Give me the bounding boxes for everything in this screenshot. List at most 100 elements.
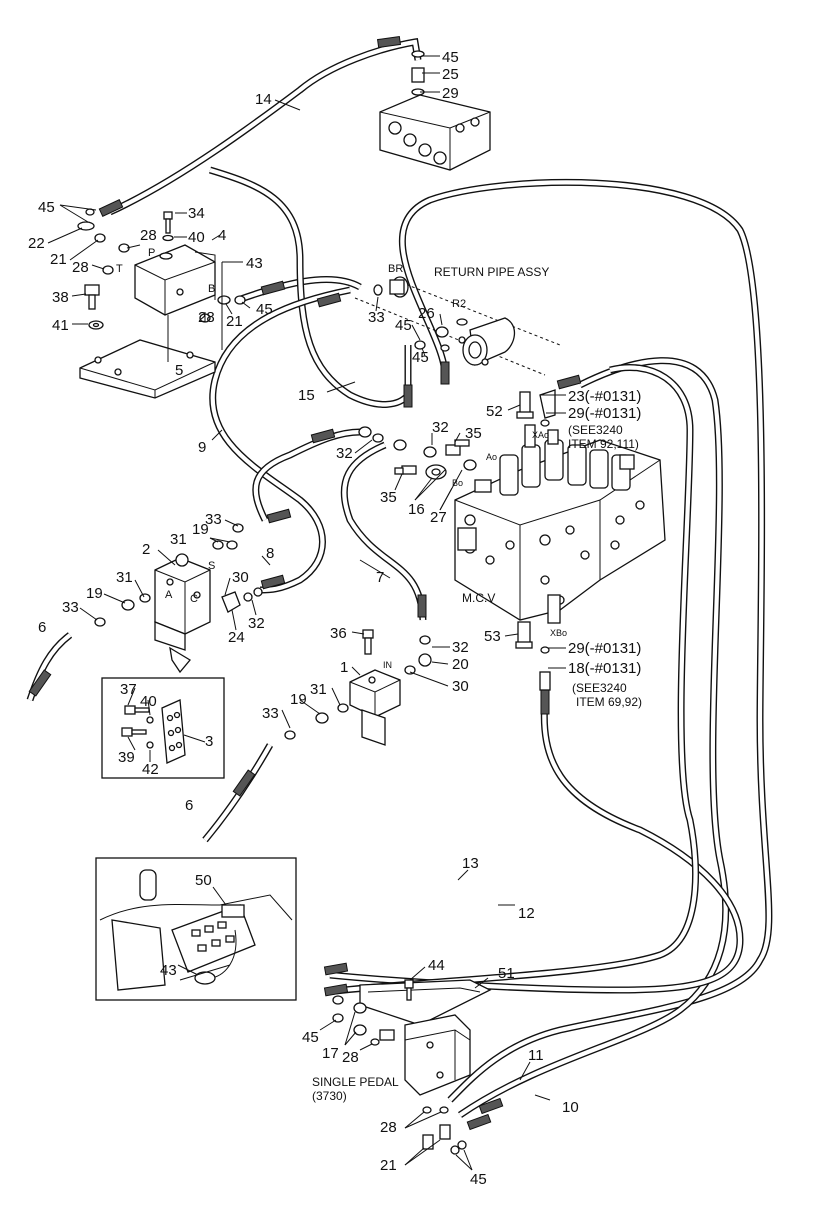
callout-50: 50 [195,872,212,889]
single-pedal-assembly [332,979,492,1155]
hose-crimp-fittings [28,35,582,1131]
callout-36: 36 [330,625,347,642]
callout-29: 29(-#0131) [568,405,641,422]
callout-53: 53 [484,628,501,645]
callout-29: 29 [442,85,459,102]
single-pedal-label: SINGLE PEDAL [312,1075,399,1089]
callout-45: 45 [412,349,429,366]
port-ao-label: Ao [486,452,497,462]
see-lower-line2: ITEM 69,92) [576,695,642,709]
cab-inset-box [95,857,297,1001]
mounting-plate [79,339,216,399]
shuttle-block-2 [94,523,263,674]
callout-24: 24 [228,629,245,646]
port-a-label: A [165,589,173,601]
callout-16: 16 [408,501,425,518]
callout-35: 35 [465,425,482,442]
callout-52: 52 [486,403,503,420]
callout-21: 21 [380,1157,397,1174]
fittings-valve-4 [77,208,246,323]
callout-21: 21 [226,313,243,330]
callout-44: 44 [428,957,445,974]
callout-33: 33 [368,309,385,326]
callout-31: 31 [310,681,327,698]
callout-17: 17 [322,1045,339,1062]
callout-41: 41 [52,317,69,334]
callout-39: 39 [118,749,135,766]
callout-40: 40 [188,229,205,246]
callout-43: 43 [246,255,263,272]
port-bo-label: Bo [452,478,463,488]
mcv-side-fittings [358,426,477,480]
callout-30: 30 [452,678,469,695]
callout-30: 30 [232,569,249,586]
callout-27: 27 [430,509,447,526]
callout-45: 45 [395,317,412,334]
detail-plate-box [101,677,225,779]
callout-13: 13 [462,855,479,872]
callout-18: 18(-#0131) [568,660,641,677]
bolts-and-washers [84,211,174,330]
see-lower-line1: (SEE3240 [572,681,627,695]
callout-31: 31 [170,531,187,548]
callout-51: 51 [498,965,515,982]
port-c-label: C [190,593,198,605]
port-t-label: T [116,263,123,275]
shuttle-block-1 [284,629,432,746]
callout-25: 25 [442,66,459,83]
callout-1: 1 [340,659,348,676]
callout-26: 26 [418,305,435,322]
port-xa-label: XAo [532,430,549,440]
callout-28: 28 [140,227,157,244]
callout-11: 11 [528,1047,544,1064]
callout-2: 2 [142,541,150,558]
callout-28: 28 [72,259,89,276]
solenoid-manifold-block [379,50,491,171]
callout-32: 32 [452,639,469,656]
callout-31: 31 [116,569,133,586]
callout-19: 19 [290,691,307,708]
callout-6: 6 [38,619,46,636]
callout-37: 37 [120,681,137,698]
mcv-label: M.C.V [462,591,495,605]
callout-32: 32 [432,419,449,436]
port-in-label: IN [383,660,392,670]
callout-14: 14 [255,91,272,108]
callout-38: 38 [52,289,69,306]
callout-35: 35 [380,489,397,506]
callout-23: 23(-#0131) [568,388,641,405]
main-control-valve [454,389,666,691]
callout-45: 45 [256,301,273,318]
callout-33: 33 [62,599,79,616]
callout-45: 45 [442,49,459,66]
callout-40: 40 [140,693,157,710]
callout-labels: 45 25 29 14 45 34 22 28 40 4 21 28 43 38… [28,49,641,1188]
see-upper-line2: ITEM 92,111) [568,437,639,451]
callout-4: 4 [218,227,226,244]
callout-33: 33 [205,511,222,528]
callout-19: 19 [86,585,103,602]
callout-28: 28 [198,309,215,326]
return-pipe-assy [354,276,561,376]
callout-7: 7 [376,569,384,586]
callout-9: 9 [198,439,206,456]
callout-10: 10 [562,1099,579,1116]
callout-29: 29(-#0131) [568,640,641,657]
return-pipe-label: RETURN PIPE ASSY [434,265,549,279]
callout-20: 20 [452,656,469,673]
port-b-label: B [208,283,215,295]
pilot-valve-block [134,244,216,316]
callout-8: 8 [266,545,274,562]
single-pedal-ref: (3730) [312,1089,347,1103]
port-p-label: P [148,247,155,259]
port-s-label: S [208,560,215,572]
leader-lines [47,55,566,1171]
callout-22: 22 [28,235,45,252]
port-xb-label: XBo [550,628,567,638]
callout-32: 32 [248,615,265,632]
callout-33: 33 [262,705,279,722]
callout-43: 43 [160,962,177,979]
port-r2-label: R2 [452,298,466,310]
callout-42: 42 [142,761,159,778]
